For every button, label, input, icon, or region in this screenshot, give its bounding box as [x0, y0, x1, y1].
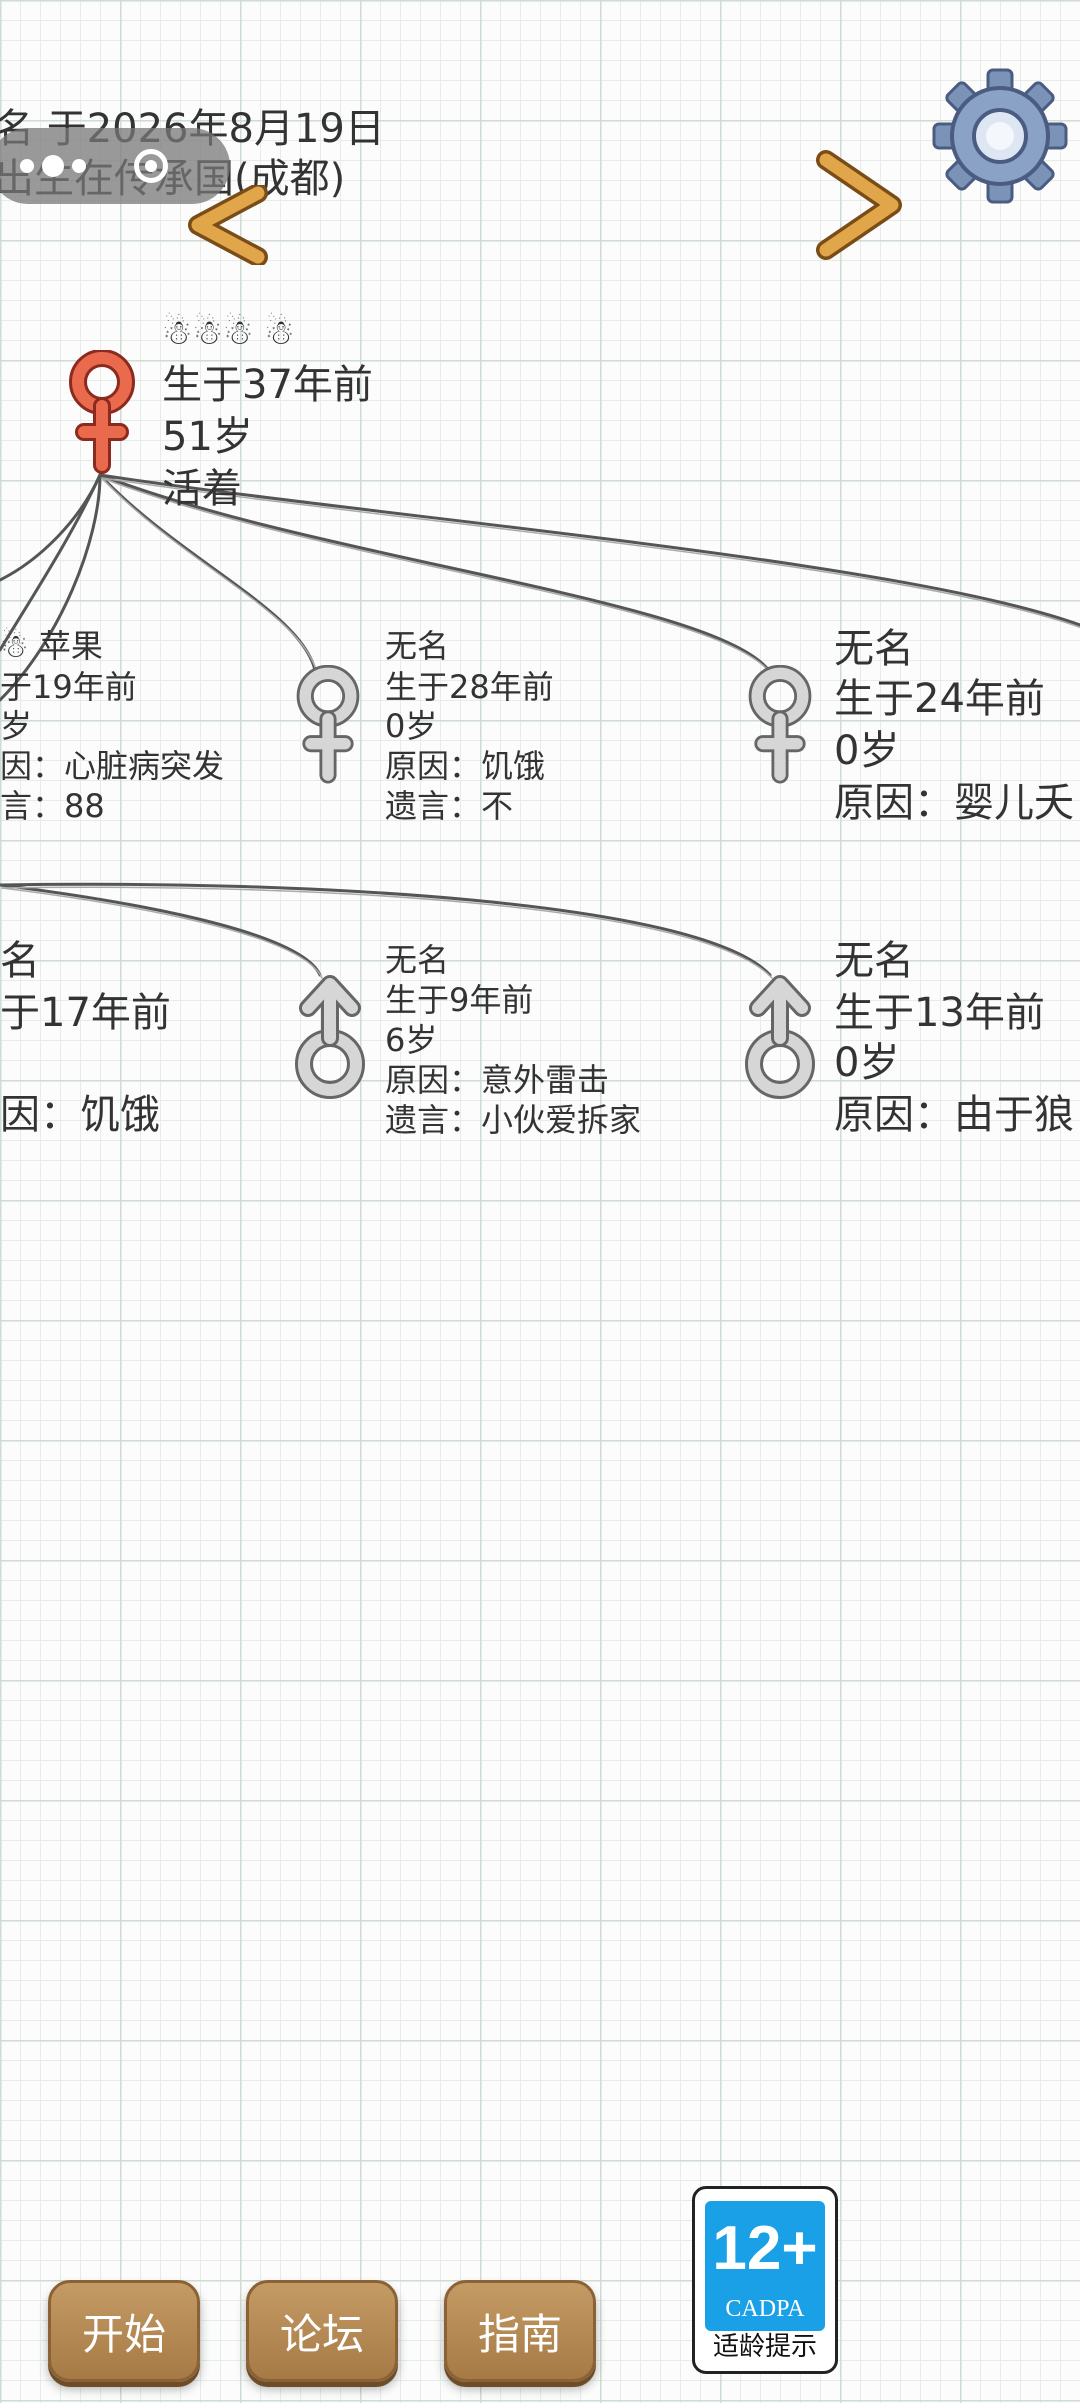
child-name: ☃ 苹果 [0, 627, 103, 665]
age-rating-label: 适龄提示 [712, 2332, 817, 2362]
male-symbol-icon[interactable] [290, 972, 370, 1102]
chevron-left-icon[interactable] [178, 185, 274, 265]
child-name: 名 [0, 938, 40, 984]
family-tree-lines [0, 473, 1080, 979]
gear-icon[interactable] [930, 66, 1070, 206]
child-age: 岁 [0, 707, 33, 745]
menu-dot-icon [72, 159, 86, 173]
child-cause: 原因：婴儿夭 [834, 780, 1074, 826]
child-age: 0岁 [834, 1040, 900, 1086]
female-symbol-icon[interactable] [62, 350, 142, 480]
age-rating-panel: 12+ CADPA [705, 2201, 825, 2331]
parent-status-badges: ☃☃☃ ☃ [162, 313, 295, 353]
age-rating-org: CADPA [725, 2296, 805, 2322]
child-cause: 因：心脏病突发 [0, 747, 225, 785]
female-symbol-icon[interactable] [742, 665, 818, 790]
child-cause: 原因：由于狼 [834, 1092, 1074, 1138]
child-lastwords: 言：88 [0, 787, 105, 825]
menu-dot-icon [20, 159, 34, 173]
child-lastwords: 遗言：小伙爱拆家 [385, 1101, 642, 1139]
child-birth: 生于28年前 [385, 668, 554, 706]
chevron-right-icon[interactable] [812, 150, 908, 260]
start-button[interactable]: 开始 [48, 2280, 200, 2382]
child-age: 0岁 [834, 728, 900, 774]
child-lastwords: 遗言：不 [385, 787, 514, 825]
child-birth: 于19年前 [0, 668, 137, 706]
child-name: 无名 [834, 626, 914, 672]
parent-birth: 生于37年前 [162, 362, 373, 408]
child-cause: 原因：饥饿 [385, 747, 546, 785]
child-age: 0岁 [385, 707, 438, 745]
guide-button[interactable]: 指南 [444, 2280, 596, 2382]
child-name: 无名 [385, 627, 450, 665]
male-symbol-icon[interactable] [740, 972, 820, 1102]
menu-dot-icon [42, 155, 64, 177]
female-symbol-icon[interactable] [290, 665, 366, 790]
child-cause: 因：饥饿 [0, 1092, 160, 1138]
child-birth: 生于9年前 [385, 981, 534, 1019]
child-age: 6岁 [385, 1021, 438, 1059]
parent-status: 活着 [162, 466, 242, 512]
age-rating-badge[interactable]: 12+ CADPA 适龄提示 [692, 2186, 838, 2374]
parent-age: 51岁 [162, 414, 253, 460]
age-rating-value: 12+ [712, 2214, 818, 2283]
child-name: 无名 [834, 938, 914, 984]
child-name: 无名 [385, 941, 450, 979]
child-cause: 原因：意外雷击 [385, 1061, 610, 1099]
mini-program-capsule[interactable] [0, 128, 230, 204]
child-birth: 生于13年前 [834, 990, 1045, 1036]
forum-button[interactable]: 论坛 [246, 2280, 398, 2382]
child-birth: 于17年前 [0, 990, 171, 1036]
close-circle-icon[interactable] [134, 149, 168, 183]
child-birth: 生于24年前 [834, 676, 1045, 722]
